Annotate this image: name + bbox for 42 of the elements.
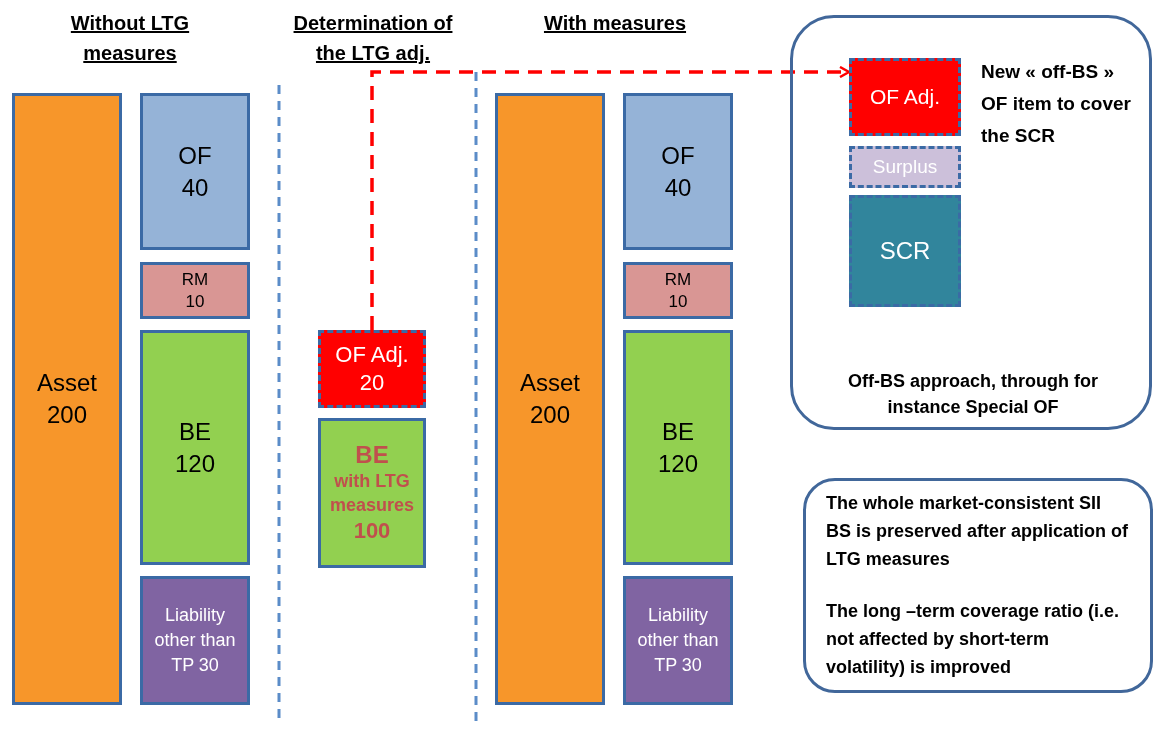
- box-text: OF Adj. 20: [334, 341, 410, 397]
- box-text: New « off-BS » OF item to cover the SCR: [981, 60, 1131, 148]
- box-text: BE: [355, 441, 389, 469]
- conclusion-box: [803, 478, 1153, 693]
- box-text: RM 10: [180, 268, 210, 313]
- box-text: The whole market-consistent SII BS is preserved after application of LTG measures: [826, 492, 1130, 571]
- risk-margin-box: [623, 262, 733, 319]
- liability-box: [623, 576, 733, 705]
- box-text: The long –term coverage ratio (i.e. not affected by short-term volatility) is improved: [826, 600, 1121, 679]
- asset-bar: [495, 93, 605, 705]
- box-text: RM 10: [663, 268, 693, 313]
- box-text: Liability other than TP 30: [636, 604, 720, 677]
- box-text: Asset 200: [36, 368, 98, 430]
- column-heading: With measures: [542, 11, 688, 36]
- box-text: SCR: [879, 236, 931, 266]
- box-text: OF 40: [660, 140, 696, 203]
- box-text: Liability other than TP 30: [153, 604, 237, 677]
- box-text: 100: [353, 517, 391, 545]
- box-text: BE 120: [173, 416, 216, 479]
- box-text: Surplus: [872, 154, 938, 179]
- best-estimate-box: [140, 330, 250, 565]
- scr-box: [849, 195, 961, 307]
- column-heading: Determination of the LTG adj.: [292, 11, 454, 66]
- column-heading: Without LTG measures: [69, 11, 191, 66]
- box-text: Asset 200: [519, 368, 581, 430]
- own-funds-box: [140, 93, 250, 250]
- best-estimate-box: [623, 330, 733, 565]
- box-text: Off-BS approach, through for instance Special OF: [847, 370, 1099, 419]
- asset-bar: [12, 93, 122, 705]
- approach-panel: [790, 15, 1152, 430]
- adjusted-best-estimate-box: [318, 418, 426, 568]
- box-text: with LTG measures: [328, 470, 416, 517]
- risk-margin-box: [140, 262, 250, 319]
- liability-box: [140, 576, 250, 705]
- box-text: OF Adj.: [870, 84, 940, 111]
- own-funds-box: [623, 93, 733, 250]
- box-text: OF 40: [177, 140, 213, 203]
- surplus-box: [849, 146, 961, 188]
- box-text: BE 120: [656, 416, 699, 479]
- adjustment-box: [849, 58, 961, 136]
- adjustment-box: [318, 330, 426, 408]
- arrow: [370, 65, 851, 330]
